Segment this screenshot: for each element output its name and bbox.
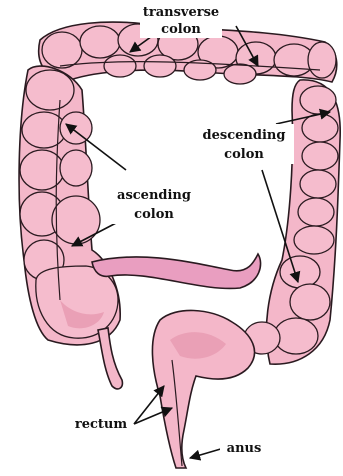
transverse-label-line2: colon <box>161 22 201 37</box>
transverse-label-line1: transverse <box>143 5 219 20</box>
rectum-label: rectum <box>75 417 127 432</box>
label-transverse-colon: transverse colon <box>140 2 222 38</box>
label-rectum: rectum <box>70 414 132 432</box>
ascending-label-line1: ascending <box>117 188 191 203</box>
label-ascending-colon: ascending colon <box>104 184 200 224</box>
anus-label: anus <box>227 441 262 456</box>
label-descending-colon: descending colon <box>190 124 294 164</box>
appendix <box>98 328 122 389</box>
descending-colon <box>244 80 340 364</box>
descending-label-line2: colon <box>224 147 264 162</box>
descending-label-line1: descending <box>203 128 286 143</box>
label-anus: anus <box>220 438 268 456</box>
ascending-label-line2: colon <box>134 207 174 222</box>
ileum <box>92 254 261 288</box>
